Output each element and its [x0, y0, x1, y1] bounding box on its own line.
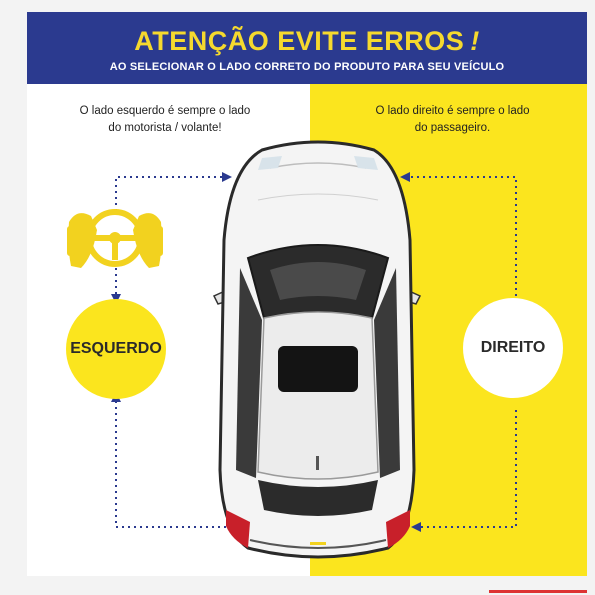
right-note-line1: O lado direito é sempre o lado	[375, 105, 530, 117]
left-side-label: ESQUERDO	[70, 340, 162, 357]
corner-accent	[489, 590, 587, 593]
right-note-line2: do passageiro.	[414, 122, 491, 134]
left-note-line1: O lado esquerdo é sempre o lado	[79, 105, 251, 117]
right-top-arrow	[400, 172, 517, 296]
right-side-note: O lado direito é sempre o lado do passag…	[335, 103, 570, 137]
exclamation-icon: !	[470, 26, 480, 56]
left-arrows	[111, 172, 232, 528]
left-side-circle: ESQUERDO	[66, 299, 166, 399]
left-side-note: O lado esquerdo é sempre o lado do motor…	[45, 103, 285, 137]
left-note-line2: do motorista / volante!	[108, 122, 222, 134]
right-arrows	[400, 172, 517, 532]
banner-title: ATENÇÃO EVITE ERROS!	[27, 26, 587, 57]
warning-banner: ATENÇÃO EVITE ERROS! AO SELECIONAR O LAD…	[27, 12, 587, 84]
right-side-label: DIREITO	[480, 339, 546, 356]
steering-wheel-hands-icon	[67, 209, 163, 268]
banner-subtitle: AO SELECIONAR O LADO CORRETO DO PRODUTO …	[109, 61, 505, 73]
right-bottom-arrow	[411, 410, 517, 532]
left-top-arrow	[115, 172, 232, 211]
right-side-circle: DIREITO	[463, 298, 563, 398]
banner-title-text: ATENÇÃO EVITE ERROS	[134, 26, 465, 56]
left-bottom-arrow	[111, 392, 226, 528]
car-top-view-icon	[212, 140, 422, 559]
